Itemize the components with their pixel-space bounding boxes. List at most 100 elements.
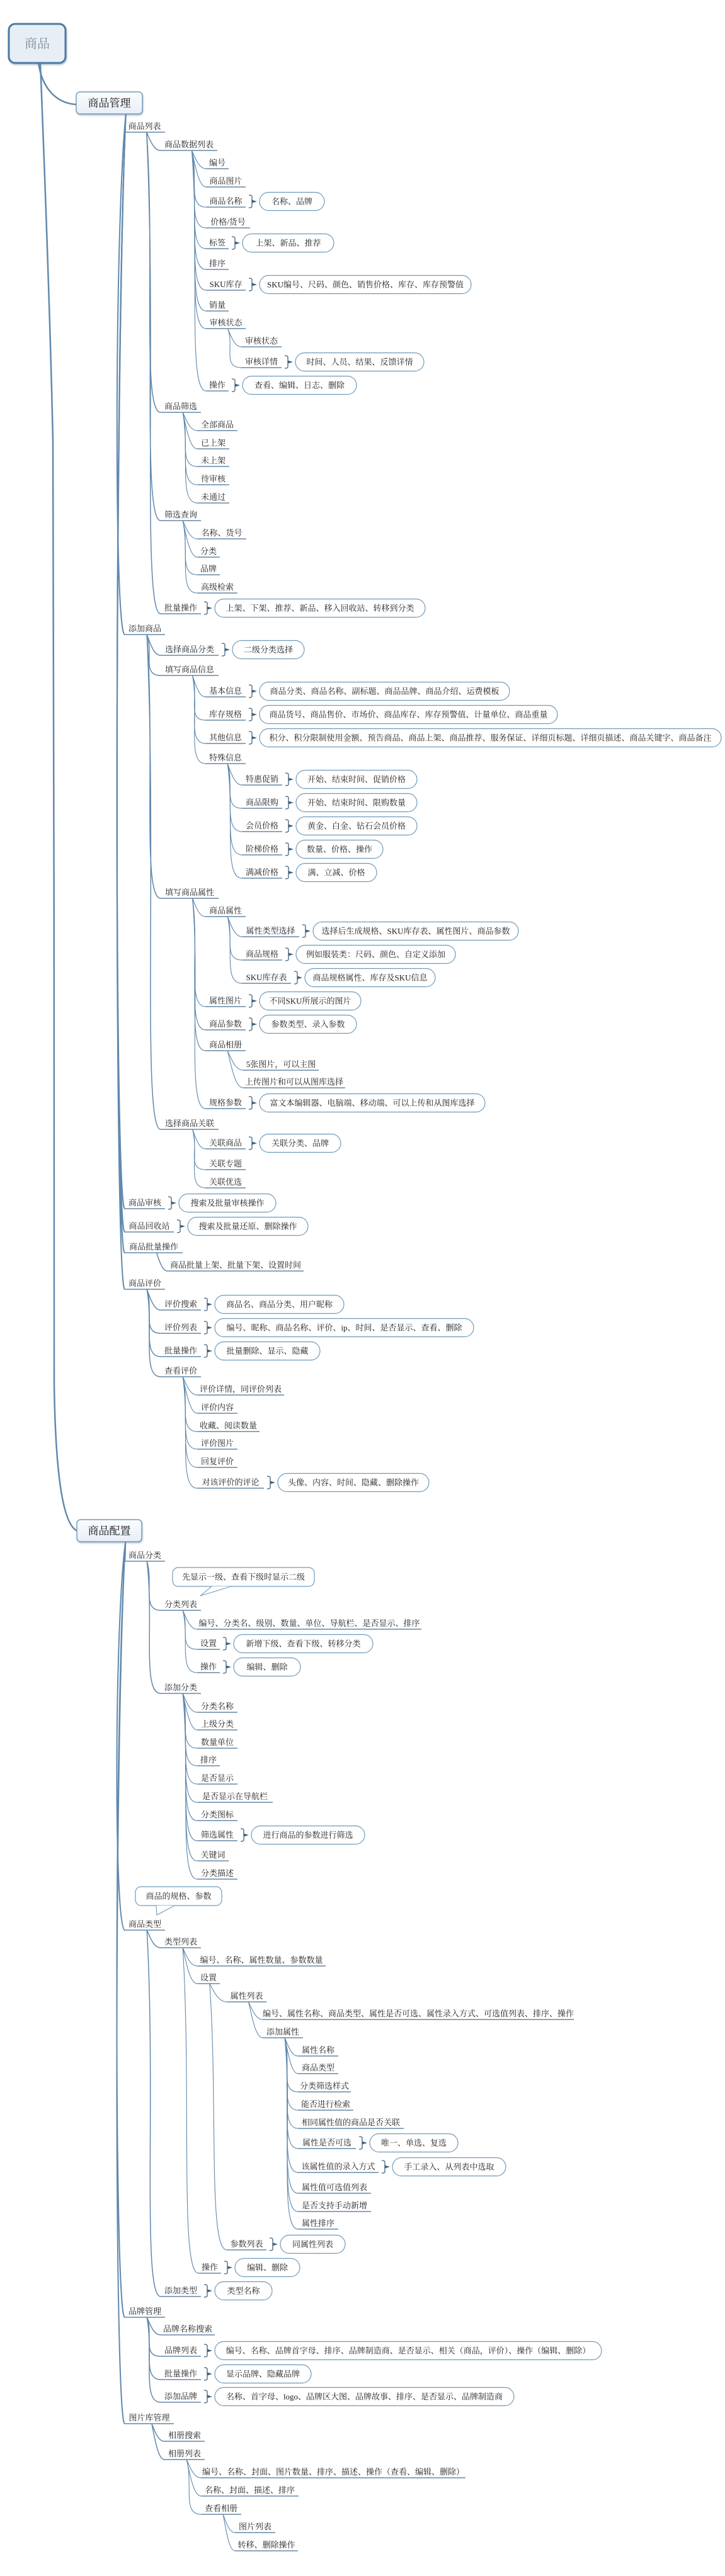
svg-text:商品分类: 商品分类 bbox=[128, 1551, 161, 1560]
svg-text:关联分类、品牌: 关联分类、品牌 bbox=[271, 1139, 329, 1148]
svg-text:添加类型: 添加类型 bbox=[164, 2286, 197, 2295]
svg-text:关联专题: 关联专题 bbox=[209, 1159, 242, 1168]
svg-text:商品名、商品分类、用户昵称: 商品名、商品分类、用户昵称 bbox=[226, 1300, 333, 1309]
svg-text:批量操作: 批量操作 bbox=[164, 603, 197, 613]
svg-text:相册搜索: 相册搜索 bbox=[168, 2431, 201, 2440]
svg-text:进行商品的参数进行筛选: 进行商品的参数进行筛选 bbox=[263, 1831, 353, 1840]
svg-text:评价图片: 评价图片 bbox=[201, 1438, 234, 1448]
svg-text:高级检索: 高级检索 bbox=[201, 582, 234, 592]
svg-text:属性图片: 属性图片 bbox=[209, 996, 242, 1005]
svg-text:批量操作: 批量操作 bbox=[164, 1346, 197, 1355]
svg-text:名称、首字母、logo、品牌区大图、品牌故事、排序、是否显示: 名称、首字母、logo、品牌区大图、品牌故事、排序、是否显示、品牌制造商 bbox=[226, 2392, 503, 2402]
svg-text:分类名称: 分类名称 bbox=[201, 1702, 234, 1711]
svg-text:二级分类选择: 二级分类选择 bbox=[244, 645, 293, 655]
svg-text:编号、名称、品牌首字母、排序、品牌制造商、是否显示、相关（商: 编号、名称、品牌首字母、排序、品牌制造商、是否显示、相关（商品，评价）、操作（编… bbox=[226, 2346, 591, 2356]
svg-text:参数类型、录入参数: 参数类型、录入参数 bbox=[271, 1020, 345, 1029]
svg-text:商品相册: 商品相册 bbox=[209, 1040, 242, 1049]
svg-text:上级分类: 上级分类 bbox=[201, 1719, 234, 1729]
svg-text:名称、品牌: 名称、品牌 bbox=[271, 197, 312, 206]
svg-text:名称、货号: 名称、货号 bbox=[201, 528, 242, 538]
svg-text:基本信息: 基本信息 bbox=[209, 686, 243, 696]
svg-text:商品货号、商品售价、市场价、商品库存、库存预警值、计量单位、: 商品货号、商品售价、市场价、商品库存、库存预警值、计量单位、商品重量 bbox=[269, 710, 547, 720]
svg-text:评价搜索: 评价搜索 bbox=[164, 1299, 197, 1309]
svg-text:显示品牌、隐藏品牌: 显示品牌、隐藏品牌 bbox=[226, 2370, 300, 2379]
svg-text:分类筛选样式: 分类筛选样式 bbox=[300, 2081, 349, 2091]
svg-text:属性名称: 属性名称 bbox=[302, 2045, 335, 2055]
svg-text:品牌管理: 品牌管理 bbox=[128, 2307, 161, 2316]
svg-text:积分、积分限制使用金额、预告商品、商品上架、商品推荐、服务保: 积分、积分限制使用金额、预告商品、商品上架、商品推荐、服务保证、详细页标题、详细… bbox=[269, 733, 711, 743]
svg-text:品牌: 品牌 bbox=[200, 564, 217, 573]
svg-text:关键词: 关键词 bbox=[200, 1850, 225, 1860]
svg-text:待审核: 待审核 bbox=[201, 474, 226, 483]
svg-text:该属性值的录入方式: 该属性值的录入方式 bbox=[301, 2162, 375, 2171]
svg-text:上传图片和可以从图库选择: 上传图片和可以从图库选择 bbox=[245, 1077, 343, 1087]
svg-text:商品名称: 商品名称 bbox=[209, 196, 243, 206]
svg-text:操作: 操作 bbox=[200, 1662, 217, 1671]
svg-text:商品的规格、参数: 商品的规格、参数 bbox=[146, 1892, 211, 1901]
svg-text:类型名称: 类型名称 bbox=[227, 2286, 260, 2296]
svg-text:未上架: 未上架 bbox=[201, 456, 225, 465]
svg-text:转移、删除操作: 转移、删除操作 bbox=[237, 2540, 295, 2550]
svg-text:商品类型: 商品类型 bbox=[128, 1919, 161, 1929]
svg-text:其他信息: 其他信息 bbox=[209, 733, 243, 742]
svg-text:属性排序: 属性排序 bbox=[302, 2218, 334, 2228]
svg-text:回复评价: 回复评价 bbox=[201, 1457, 234, 1466]
svg-text:关联商品: 关联商品 bbox=[209, 1138, 242, 1148]
svg-text:时间、人员、结果、反馈详情: 时间、人员、结果、反馈详情 bbox=[306, 358, 413, 367]
svg-text:商品图片: 商品图片 bbox=[209, 176, 242, 186]
svg-text:不同SKU所展示的图片: 不同SKU所展示的图片 bbox=[269, 997, 351, 1006]
svg-text:对该评价的评论: 对该评价的评论 bbox=[202, 1477, 259, 1487]
svg-text:搜索及批量审核操作: 搜索及批量审核操作 bbox=[190, 1199, 264, 1208]
svg-text:商品规格: 商品规格 bbox=[246, 949, 278, 959]
svg-text:选择后生成规格、SKU库存表、属性图片、商品参数: 选择后生成规格、SKU库存表、属性图片、商品参数 bbox=[321, 927, 510, 936]
svg-text:编号、昵称、商品名称、评价、ip、时间、是否显示、查看、删除: 编号、昵称、商品名称、评价、ip、时间、是否显示、查看、删除 bbox=[226, 1323, 462, 1333]
svg-text:满、立减、价格: 满、立减、价格 bbox=[307, 868, 365, 878]
svg-text:商品规格属性、库存及SKU信息: 商品规格属性、库存及SKU信息 bbox=[312, 973, 428, 983]
svg-text:批量操作: 批量操作 bbox=[164, 2369, 197, 2378]
svg-text:相册列表: 相册列表 bbox=[168, 2449, 201, 2458]
svg-text:开始、结束时间、促销价格: 开始、结束时间、促销价格 bbox=[307, 775, 406, 784]
svg-text:特殊信息: 特殊信息 bbox=[209, 753, 243, 762]
svg-text:全部商品: 全部商品 bbox=[201, 420, 234, 429]
svg-text:填写商品信息: 填写商品信息 bbox=[165, 665, 215, 674]
svg-text:头像、内容、时间、隐藏、删除操作: 头像、内容、时间、隐藏、删除操作 bbox=[288, 1478, 419, 1488]
svg-text:已上架: 已上架 bbox=[201, 438, 225, 448]
svg-text:属性列表: 属性列表 bbox=[230, 1991, 263, 2001]
svg-text:筛选查询: 筛选查询 bbox=[164, 510, 197, 519]
svg-text:筛选属性: 筛选属性 bbox=[201, 1830, 234, 1839]
svg-text:商品配置: 商品配置 bbox=[88, 1525, 131, 1537]
svg-text:黄金、白金、钻石会员价格: 黄金、白金、钻石会员价格 bbox=[307, 822, 406, 831]
svg-text:商品: 商品 bbox=[25, 37, 50, 51]
svg-text:数量、价格、操作: 数量、价格、操作 bbox=[307, 845, 372, 854]
svg-text:会员价格: 会员价格 bbox=[246, 821, 278, 830]
svg-text:商品分类、商品名称、副标题、商品品牌、商品介绍、运费模板: 商品分类、商品名称、副标题、商品品牌、商品介绍、运费模板 bbox=[270, 687, 499, 696]
svg-text:添加分类: 添加分类 bbox=[164, 1683, 197, 1692]
svg-text:SKU编号、尺码、颜色、销售价格、库存、库存预警值: SKU编号、尺码、颜色、销售价格、库存、库存预警值 bbox=[267, 280, 464, 290]
svg-text:审核状态: 审核状态 bbox=[245, 336, 278, 346]
svg-text:操作: 操作 bbox=[209, 380, 225, 390]
svg-text:商品评价: 商品评价 bbox=[128, 1279, 161, 1288]
svg-text:属性值可选值列表: 属性值可选值列表 bbox=[302, 2183, 367, 2192]
svg-text:品牌列表: 品牌列表 bbox=[164, 2346, 197, 2355]
svg-text:SKU库存表: SKU库存表 bbox=[246, 973, 287, 982]
svg-text:数量单位: 数量单位 bbox=[201, 1737, 234, 1747]
svg-text:是否支持手动新增: 是否支持手动新增 bbox=[302, 2201, 367, 2210]
svg-text:商品批量上架、批量下架、设置时间: 商品批量上架、批量下架、设置时间 bbox=[170, 1260, 301, 1270]
svg-text:标签: 标签 bbox=[209, 238, 225, 247]
svg-text:是否显示在导航栏: 是否显示在导航栏 bbox=[202, 1792, 268, 1801]
svg-text:分类图标: 分类图标 bbox=[201, 1810, 234, 1819]
svg-text:是否显示: 是否显示 bbox=[201, 1773, 234, 1783]
svg-text:商品回收站: 商品回收站 bbox=[128, 1221, 169, 1231]
svg-text:商品数据列表: 商品数据列表 bbox=[164, 140, 214, 149]
svg-text:开始、结束时间、限购数量: 开始、结束时间、限购数量 bbox=[307, 798, 406, 808]
svg-text:添加属性: 添加属性 bbox=[266, 2027, 299, 2037]
svg-text:图片列表: 图片列表 bbox=[239, 2522, 271, 2531]
svg-text:新增下级、查看下级、转移分类: 新增下级、查看下级、转移分类 bbox=[246, 1639, 360, 1649]
svg-text:审核状态: 审核状态 bbox=[209, 318, 243, 327]
svg-text:手工录入、从列表中选取: 手工录入、从列表中选取 bbox=[404, 2162, 494, 2172]
svg-text:编号、属性名称、商品类型、属性是否可选、属性录入方式、可选值: 编号、属性名称、商品类型、属性是否可选、属性录入方式、可选值列表、排序、操作 bbox=[263, 2009, 574, 2018]
svg-text:审核详情: 审核详情 bbox=[245, 357, 278, 366]
svg-text:唯一、单选、复选: 唯一、单选、复选 bbox=[381, 2138, 447, 2148]
svg-text:商品限购: 商品限购 bbox=[246, 798, 278, 807]
svg-text:库存规格: 库存规格 bbox=[209, 709, 242, 719]
